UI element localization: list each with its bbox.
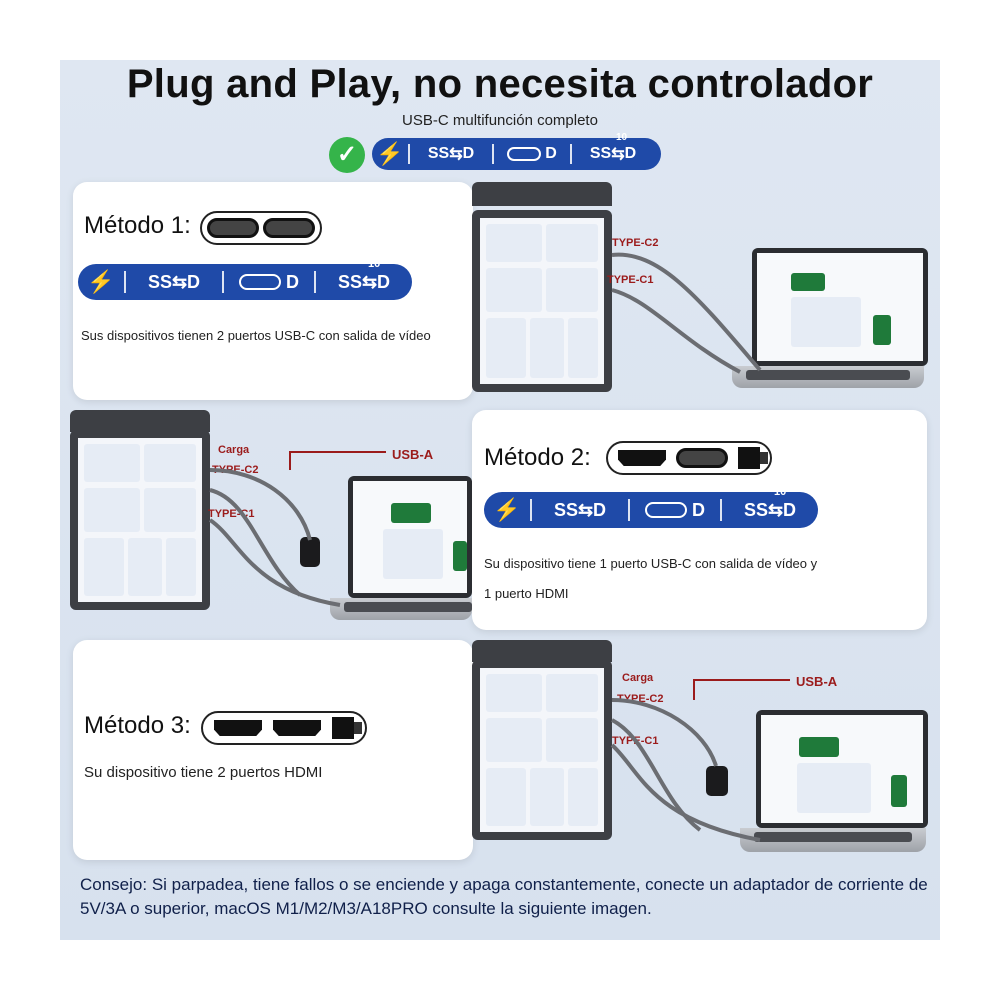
method-3-ports: [201, 711, 367, 745]
method-1-description: Sus dispositivos tienen 2 puertos USB-C …: [81, 328, 431, 343]
port-capability-strip: ⚡ SS⇆D D SS⇆D 10: [372, 132, 661, 170]
method-2-ports: [606, 441, 772, 475]
lightning-bolt-icon: ⚡: [376, 141, 404, 166]
superspeed10-dp-icon: SS⇆D 10: [589, 132, 637, 163]
lightning-bolt-icon: ⚡: [87, 269, 115, 294]
superspeed-dp-icon: SS⇆D: [553, 499, 607, 520]
method-3-label: Método 3:: [84, 712, 191, 739]
method-1-capability-strip: ⚡ SS⇆D D SS⇆D 10: [78, 258, 412, 300]
type-c1-label: TYPE-C1: [208, 508, 255, 520]
hdmi-port-icon: [618, 450, 666, 466]
monitor-screen: [480, 218, 604, 384]
superspeed10-dp-icon: SS⇆D 10: [337, 258, 391, 292]
usb-c-port-icon: [206, 218, 259, 238]
type-c2-label: TYPE-C2: [617, 693, 664, 705]
type-c2-label: TYPE-C2: [612, 237, 659, 249]
usb-a-port-icon: [332, 717, 362, 739]
charge-label: Carga: [622, 672, 654, 684]
laptop-screen: [348, 476, 472, 598]
method-1-label: Método 1:: [84, 212, 191, 239]
type-c2-label: TYPE-C2: [212, 464, 259, 476]
usb-c-dp-icon: D: [630, 492, 720, 528]
type-c1-label: TYPE-C1: [607, 274, 654, 286]
portable-monitor: [70, 430, 210, 610]
usb-c-dp-icon: D: [224, 264, 314, 300]
type-c1-label: TYPE-C1: [612, 735, 659, 747]
superspeed-dp-icon: SS⇆D: [147, 271, 201, 292]
method-3-card: [73, 640, 473, 860]
laptop-screen: [752, 248, 928, 366]
laptop-screen: [756, 710, 928, 828]
monitor-top-screen: [472, 640, 612, 662]
hdmi-port-icon: [214, 720, 262, 736]
method-1-ports: [200, 211, 322, 245]
usb-a-label: USB-A: [392, 447, 434, 462]
tip-text: Consejo: Si parpadea, tiene fallos o se …: [80, 875, 928, 918]
portable-monitor: [472, 210, 612, 392]
portable-monitor: [472, 660, 612, 840]
superspeed-dp-icon: SS⇆D: [427, 145, 475, 163]
usb-c-port-icon: [676, 448, 728, 468]
laptop-base: [740, 828, 926, 852]
method-2-capability-strip: ⚡ SS⇆D D SS⇆D 10: [484, 486, 818, 528]
page-subtitle: USB-C multifunción completo: [402, 112, 598, 129]
check-icon: ✓: [329, 137, 365, 173]
usb-c-dp-icon: D: [494, 138, 570, 170]
usb-a-label: USB-A: [796, 674, 838, 689]
usb-a-port-icon: [738, 447, 768, 469]
monitor-top-screen: [70, 410, 210, 432]
hdmi-port-icon: [273, 720, 321, 736]
power-charger: [706, 766, 728, 796]
superspeed10-dp-icon: SS⇆D 10: [743, 486, 797, 520]
page-title: Plug and Play, no necesita controlador: [126, 62, 874, 106]
method-3-description: Su dispositivo tiene 2 puertos HDMI: [84, 764, 323, 781]
usb-c-port-icon: [263, 218, 316, 238]
lightning-bolt-icon: ⚡: [493, 497, 521, 522]
power-charger: [300, 537, 320, 567]
charge-label: Carga: [218, 444, 250, 456]
method-2-description-line2: 1 puerto HDMI: [484, 586, 569, 601]
method-2-description-line1: Su dispositivo tiene 1 puerto USB-C con …: [484, 556, 818, 571]
laptop-base: [732, 366, 924, 388]
laptop-base: [330, 598, 472, 620]
monitor-top-screen: [472, 182, 612, 206]
method-2-label: Método 2:: [484, 444, 591, 471]
